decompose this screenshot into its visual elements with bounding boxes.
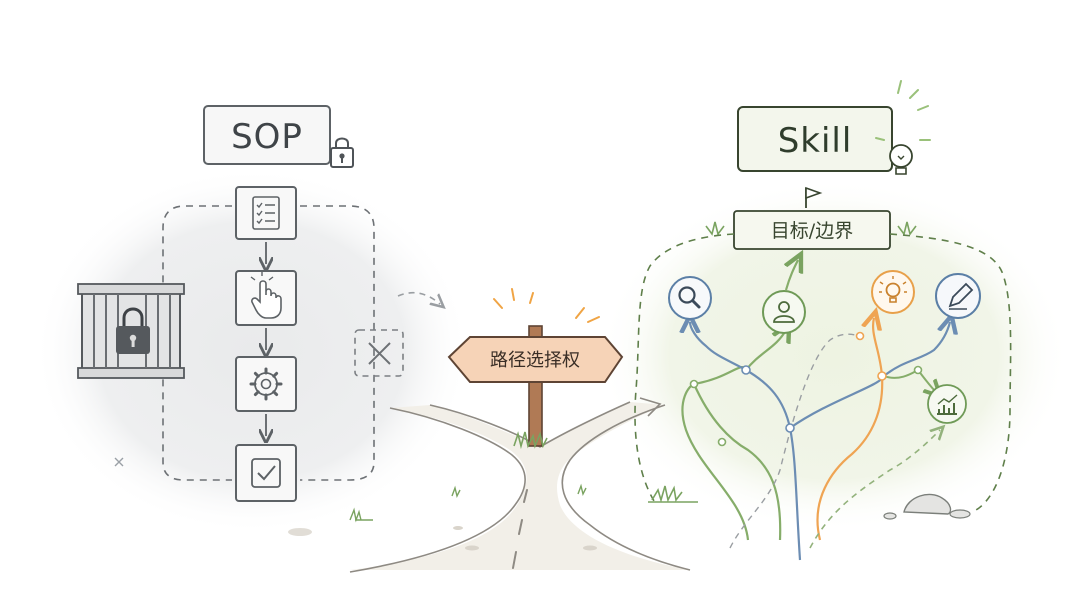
pencil-icon xyxy=(948,282,974,310)
search-node xyxy=(668,276,712,320)
checklist-icon xyxy=(252,196,280,230)
lightbulb-icon xyxy=(875,80,931,175)
x-mark-icon xyxy=(354,329,404,377)
flag-icon xyxy=(805,186,823,208)
skill-title: Skill xyxy=(778,121,853,161)
lock-icon xyxy=(330,137,354,168)
checklist-step xyxy=(235,186,297,240)
checkbox-icon xyxy=(251,458,281,488)
process-step xyxy=(235,356,297,412)
sop-background xyxy=(33,167,471,535)
skill-background xyxy=(598,179,1069,533)
boundary-dashed-line xyxy=(634,233,1012,511)
person-icon xyxy=(773,301,795,323)
chart-icon xyxy=(937,394,958,415)
done-step xyxy=(235,444,297,502)
goal-label: 目标/边界 xyxy=(771,220,853,242)
idea-node xyxy=(871,270,915,314)
click-step xyxy=(235,270,297,326)
skill-paths xyxy=(682,260,950,561)
edit-node xyxy=(935,273,981,319)
chart-node xyxy=(927,384,967,424)
sop-title-box: SOP xyxy=(203,105,331,165)
signpost-icon xyxy=(447,288,624,450)
rock xyxy=(883,493,971,520)
gear-icon xyxy=(249,367,283,401)
sop-title: SOP xyxy=(231,117,303,157)
skill-title-box: Skill xyxy=(737,106,893,172)
forked-road xyxy=(288,397,691,573)
caged-lock-icon xyxy=(77,283,185,379)
user-node xyxy=(762,290,806,334)
pointer-hand-icon xyxy=(250,272,282,319)
magnifier-icon xyxy=(678,286,701,309)
sign-label: 路径选择权 xyxy=(490,350,580,371)
goal-boundary-box: 目标/边界 xyxy=(733,210,891,250)
lightbulb-icon xyxy=(879,276,907,303)
